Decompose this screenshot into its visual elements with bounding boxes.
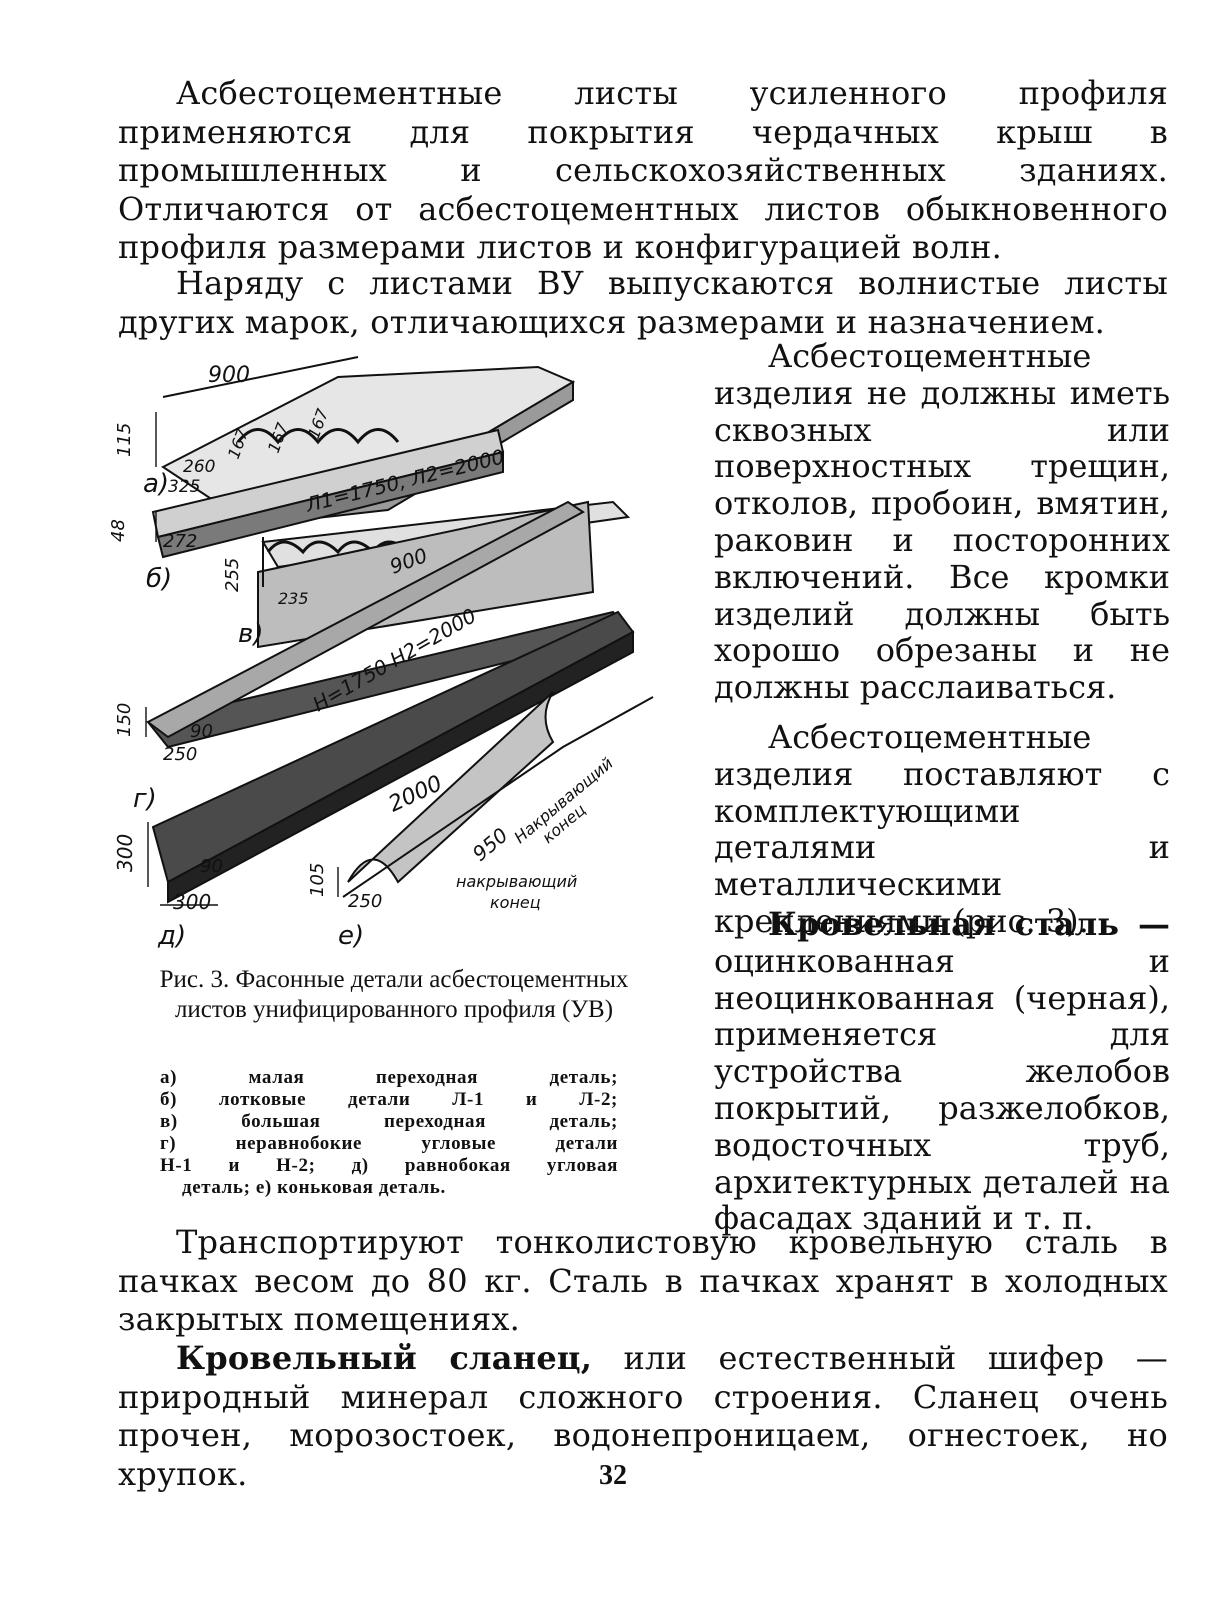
dimension-272: 272 bbox=[163, 531, 197, 552]
label-a: а) bbox=[143, 469, 169, 499]
dimension-900-a: 900 bbox=[208, 363, 250, 388]
legend-line: г) неравнобокие угловые детали bbox=[160, 1133, 618, 1154]
legend-line: в) большая переходная деталь; bbox=[160, 1111, 618, 1132]
dimension-325: 325 bbox=[168, 477, 200, 497]
dimension-90-a: 90 bbox=[190, 721, 213, 742]
dimension-300-b: 300 bbox=[173, 890, 211, 914]
figure-shaped-parts: 900 115 260 325 167 167 167 а) Л1=1750, … bbox=[108, 342, 668, 952]
dimension-950: 950 bbox=[468, 823, 513, 866]
page-number: 32 bbox=[599, 1460, 627, 1491]
legend-line: б) лотковые детали Л-1 и Л-2; bbox=[160, 1089, 618, 1110]
figure-drawing: 900 115 260 325 167 167 167 а) Л1=1750, … bbox=[108, 356, 654, 951]
dimension-250-b: 250 bbox=[348, 891, 382, 912]
label-g: г) bbox=[133, 784, 157, 814]
dimension-250-a: 250 bbox=[163, 744, 197, 765]
label-e: е) bbox=[338, 921, 364, 951]
dimension-300-a: 300 bbox=[113, 834, 137, 872]
dimension-90-b: 90 bbox=[200, 856, 223, 877]
legend-line: а) малая переходная деталь; bbox=[160, 1067, 618, 1088]
figure-legend: а) малая переходная деталь; б) лотковые … bbox=[160, 1067, 618, 1199]
paragraph-roofing-steel: Кровельная сталь — оцинкованная и неоцин… bbox=[714, 905, 1170, 1238]
dimension-150: 150 bbox=[114, 703, 135, 737]
paragraph-delivery: Асбестоцементные изделия поставляют с ко… bbox=[714, 718, 1170, 940]
term-roofing-slate: Кровельный сланец, bbox=[176, 1339, 593, 1377]
term-roofing-steel: Кровельная сталь — bbox=[768, 905, 1170, 943]
paragraph-roofing-slate: Кровельный сланец, или естественный шифе… bbox=[118, 1339, 1168, 1493]
paragraph-defects: Асбестоцементные изделия не должны иметь… bbox=[714, 337, 1170, 707]
dimension-48: 48 bbox=[108, 519, 129, 542]
dimension-235: 235 bbox=[278, 589, 309, 608]
label-b: б) bbox=[146, 564, 172, 594]
dimension-260: 260 bbox=[183, 457, 215, 477]
paragraph-transport: Транспортируют тонколистовую кровельную … bbox=[118, 1223, 1168, 1338]
paragraph-other-brands: Наряду с листами ВУ выпускаются волнисты… bbox=[118, 264, 1168, 341]
label-covering-end-2b: конец bbox=[490, 893, 541, 912]
dimension-255: 255 bbox=[222, 558, 243, 592]
label-d: д) bbox=[157, 921, 186, 951]
label-covering-end-2: накрывающий bbox=[456, 872, 577, 891]
dimension-105: 105 bbox=[307, 863, 328, 897]
legend-line: деталь; е) коньковая деталь. bbox=[182, 1177, 446, 1198]
figure-caption: Рис. 3. Фасонные детали асбестоцементных… bbox=[159, 966, 629, 1023]
dimension-115: 115 bbox=[114, 423, 135, 457]
label-v: в) bbox=[238, 619, 263, 649]
paragraph-reinforced-sheets: Асбестоцементные листы усиленного профил… bbox=[118, 74, 1168, 266]
legend-line: Н-1 и Н-2; д) равнобокая угловая bbox=[160, 1155, 618, 1176]
